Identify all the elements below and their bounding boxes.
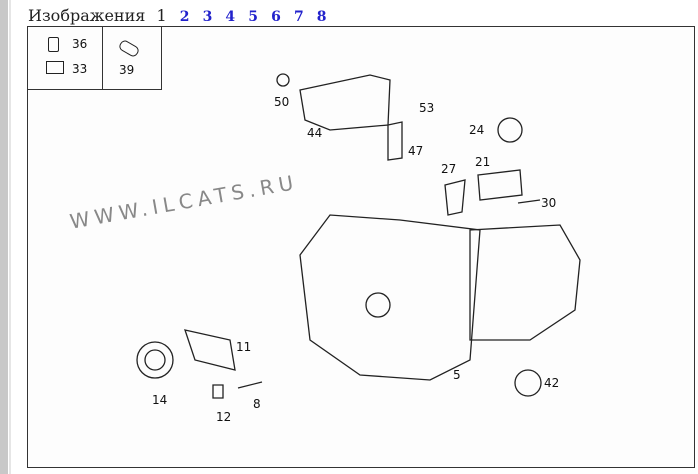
clip-12 [212, 384, 224, 399]
left-scrollbar[interactable] [0, 0, 8, 474]
bolt-30 [517, 199, 541, 204]
callout-8[interactable]: 8 [253, 397, 261, 411]
callout-14[interactable]: 14 [152, 393, 168, 407]
plate-42 [514, 369, 542, 397]
parts-diagram: 36 33 39 [27, 26, 695, 468]
callout-27[interactable]: 27 [441, 162, 457, 176]
page-link-8[interactable]: 8 [316, 9, 327, 25]
legend-33[interactable]: 33 [72, 62, 88, 76]
page-link-7[interactable]: 7 [293, 9, 304, 25]
page-link-2[interactable]: 2 [179, 9, 190, 25]
callout-53[interactable]: 53 [419, 101, 435, 115]
callout-5[interactable]: 5 [453, 368, 461, 382]
legend-39[interactable]: 39 [119, 63, 135, 77]
callout-47[interactable]: 47 [408, 144, 424, 158]
legend-cell-1: 36 33 [28, 27, 103, 90]
fork-11 [184, 329, 236, 371]
page-link-6[interactable]: 6 [271, 9, 281, 25]
callout-30[interactable]: 30 [541, 196, 557, 210]
callout-21[interactable]: 21 [475, 155, 491, 169]
callout-24[interactable]: 24 [469, 123, 485, 137]
input-shaft [365, 292, 391, 318]
bracket-icon [46, 61, 64, 74]
callout-11[interactable]: 11 [236, 340, 252, 354]
divider [9, 0, 11, 474]
bolt-50 [276, 73, 290, 87]
bracket-44 [299, 74, 391, 131]
clip-icon [48, 37, 59, 52]
current-page: 1 [156, 6, 167, 25]
callout-12[interactable]: 12 [216, 410, 232, 424]
bell-housing [299, 214, 481, 381]
callout-44[interactable]: 44 [307, 126, 323, 140]
page-link-4[interactable]: 4 [225, 9, 236, 25]
bracket-47 [387, 121, 403, 161]
legend-36[interactable]: 36 [72, 37, 88, 51]
bearing-14 [136, 341, 174, 379]
images-label: Изображения [28, 6, 146, 25]
cylinder-21 [477, 169, 523, 201]
callout-42[interactable]: 42 [544, 376, 560, 390]
wrench-24 [497, 117, 523, 143]
page-navigation: Изображения 1 2 3 4 5 6 7 8 [28, 6, 327, 25]
gasket-27 [444, 179, 466, 216]
page-link-5[interactable]: 5 [248, 9, 258, 25]
page-link-3[interactable]: 3 [202, 9, 213, 25]
callout-50[interactable]: 50 [274, 95, 290, 109]
legend-cell-2: 39 [103, 27, 162, 90]
gear-case [469, 224, 581, 341]
bolt-8 [237, 381, 263, 389]
